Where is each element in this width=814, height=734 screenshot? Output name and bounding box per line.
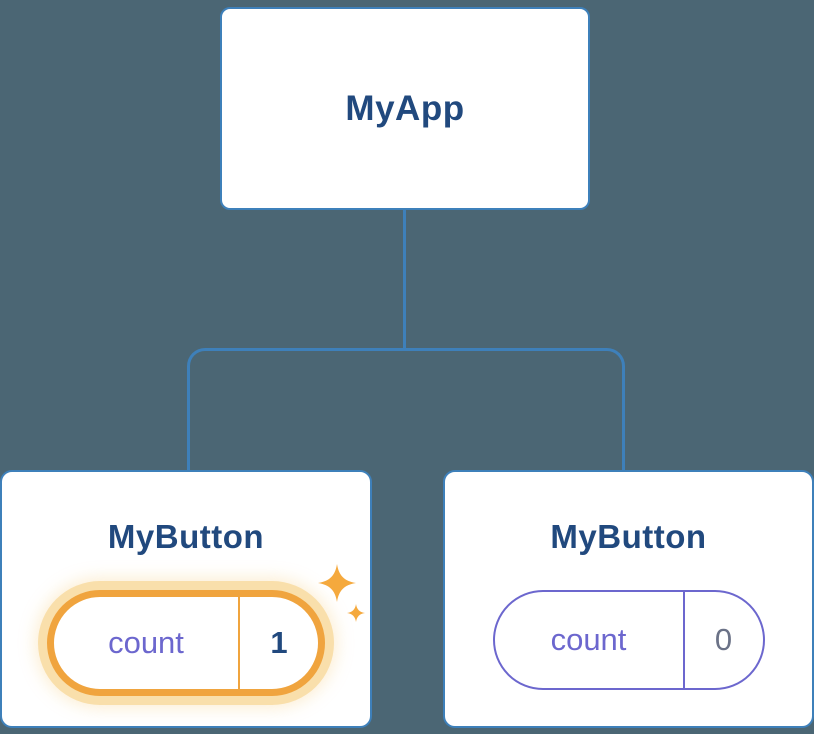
state-pill-highlighted: count 1: [47, 590, 325, 696]
pill-divider: [238, 597, 240, 689]
state-value: 1: [270, 625, 288, 660]
node-label: MyButton: [550, 518, 707, 555]
state-key-label: count: [108, 625, 184, 660]
node-label: MyApp: [345, 88, 465, 128]
connector-stem: [403, 210, 406, 350]
sparkle-icon-large: [318, 564, 356, 602]
sparkle-icon-small: [347, 604, 365, 622]
node-label: MyButton: [107, 518, 265, 555]
connector-branch: [187, 348, 625, 470]
pill-divider: [682, 592, 685, 688]
state-value: 0: [714, 622, 733, 657]
node-mybutton-left: MyButton count 1: [0, 470, 372, 728]
state-key-label: count: [550, 622, 627, 657]
state-pill: count 0: [492, 590, 765, 690]
node-myapp: MyApp: [220, 7, 590, 210]
node-mybutton-right: MyButton count 0: [443, 470, 814, 728]
